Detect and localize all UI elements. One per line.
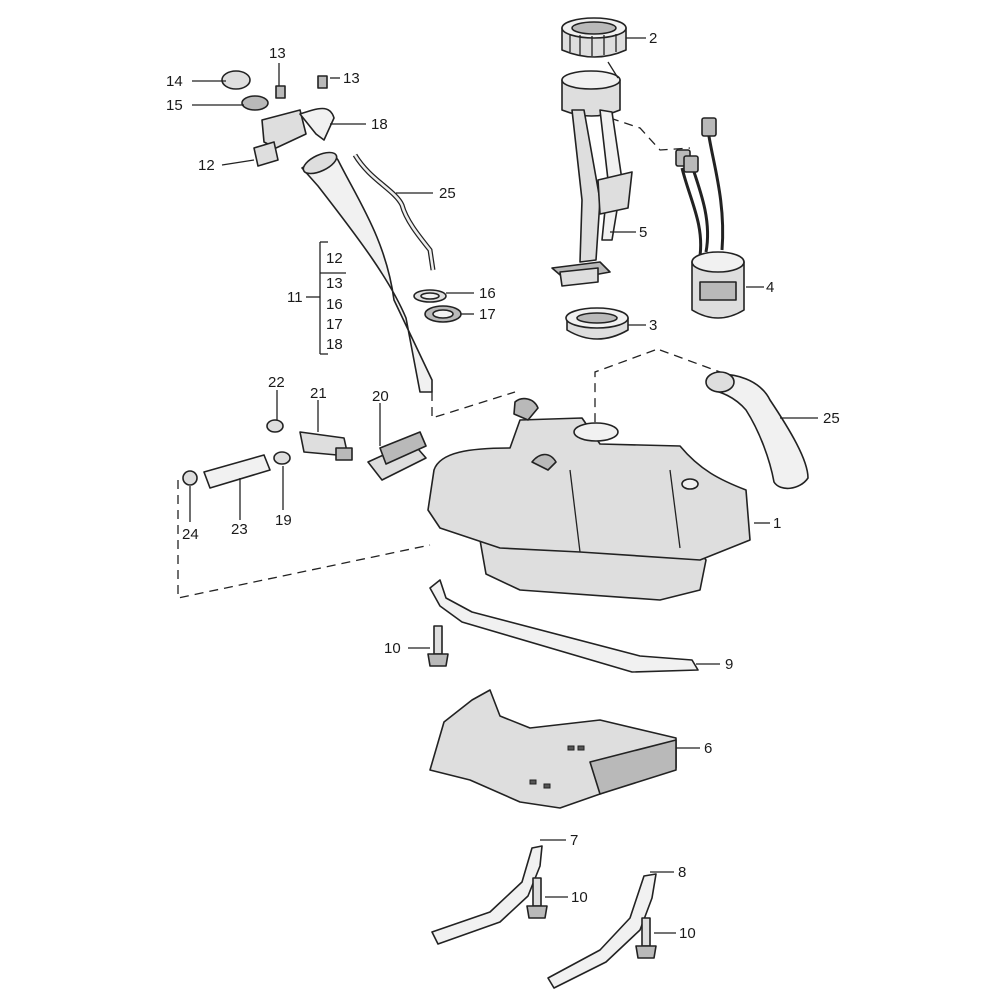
callout-22: 22 [268,374,285,391]
callout-21: 21 [310,385,327,402]
part-12-valve [253,141,279,167]
part-10-bolt-c [635,917,657,959]
part-9-tank-strap [429,579,699,673]
part-14-cap [221,70,251,90]
callout-12: 12 [198,157,215,174]
part-1-fuel-tank [427,397,751,601]
part-23-hose [203,454,271,489]
part-6-shield [429,689,677,809]
callout-10-tank: 10 [384,640,401,657]
part-18-bracket [299,107,335,141]
callout-25-upper: 25 [439,185,456,202]
callout-3: 3 [649,317,657,334]
callout-13-left: 13 [269,45,286,62]
callout-6: 6 [704,740,712,757]
callout-17: 17 [479,306,496,323]
part-22-clamp [266,419,284,433]
part-2-lock-ring [561,17,627,58]
part-21-valve [299,431,353,461]
callout-8: 8 [678,864,686,881]
assembly-dashed-lines [177,117,721,599]
callout-2: 2 [649,30,657,47]
part-17-ring [424,305,462,323]
callout-18: 18 [371,116,388,133]
callout-4: 4 [766,279,774,296]
group-11-item-12: 12 [326,250,343,267]
callout-labels: 2 5 4 3 1 14 15 12 13 13 18 25 11 12 13 … [166,30,840,942]
callout-9: 9 [725,656,733,673]
part-7-strap [431,845,543,945]
callout-23: 23 [231,521,248,538]
part-25-vent-hose-upper [352,153,436,271]
group-11-item-16: 16 [326,296,343,313]
part-10-bolt-b [526,877,548,919]
leader-lines [189,37,818,934]
callout-13-right: 13 [343,70,360,87]
callout-16: 16 [479,285,496,302]
callout-11: 11 [287,289,303,306]
part-10-bolt-a [427,625,449,667]
group-11-item-17: 17 [326,316,343,333]
part-19-clamp [273,451,291,465]
callout-24: 24 [182,526,199,543]
part-13-screw-b [317,75,328,89]
group-11-item-18: 18 [326,336,343,353]
callout-14: 14 [166,73,183,90]
callout-19: 19 [275,512,292,529]
part-3-seal-ring [565,307,629,340]
part-25-filler-hose [705,371,809,490]
group-11-item-13: 13 [326,275,343,292]
callout-10-strap8: 10 [679,925,696,942]
callout-5: 5 [639,224,647,241]
callout-15: 15 [166,97,183,114]
part-24-clamp [182,470,198,486]
part-5-fuel-sender-unit [551,61,633,287]
part-20-bracket [367,431,427,481]
part-16-ring [413,289,447,303]
part-15-seal [241,95,269,111]
callout-20: 20 [372,388,389,405]
callout-10-strap7: 10 [571,889,588,906]
filler-housing [261,109,307,149]
part-13-screw-a [275,85,286,99]
callout-25-right: 25 [823,410,840,427]
filler-pipe [301,151,433,393]
filler-cap-cluster [221,70,335,167]
callout-1: 1 [773,515,781,532]
callout-7: 7 [570,832,578,849]
part-4-fuel-pump [675,117,745,319]
part-8-strap [547,873,657,989]
